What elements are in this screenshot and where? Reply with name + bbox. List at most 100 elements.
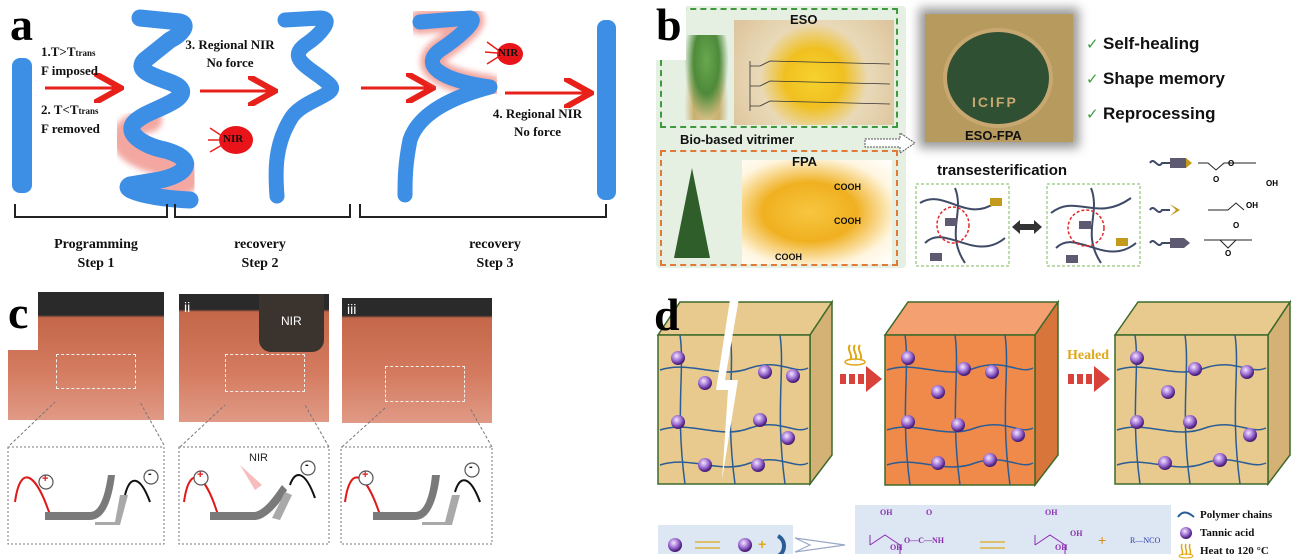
bracket-label-line1: recovery bbox=[469, 237, 521, 252]
legend-item: Tannic acid bbox=[1177, 524, 1272, 542]
tannic-acid-particle bbox=[786, 369, 800, 383]
bracket-label-line2: Step 3 bbox=[476, 256, 514, 271]
icifp-logo-text: ICIFP bbox=[972, 94, 1018, 110]
tannic-acid-particle bbox=[901, 351, 915, 365]
tannic-acid-particle bbox=[931, 456, 945, 470]
bio-based-vitrimer-label: Bio-based vitrimer bbox=[680, 132, 795, 147]
dashed-highlight bbox=[225, 354, 305, 392]
nir-ray bbox=[484, 51, 498, 54]
bracket-label-step3: recovery Step 3 bbox=[445, 235, 545, 273]
tannic-acid-particle bbox=[751, 458, 765, 472]
tannic-acid-icon bbox=[1180, 527, 1192, 539]
heat-icon bbox=[844, 344, 866, 366]
fpa-cooh-2: COOH bbox=[834, 216, 861, 226]
step1-force: F imposed bbox=[41, 63, 98, 78]
zoom-guide bbox=[139, 401, 165, 446]
tannic-acid-free-icon bbox=[738, 538, 752, 552]
vitrimer-network-after bbox=[1046, 183, 1141, 267]
zoom-guide bbox=[9, 401, 56, 446]
chem-oh: OH bbox=[880, 508, 893, 517]
step2-force: F removed bbox=[41, 121, 100, 136]
nir-lamp bbox=[259, 294, 324, 352]
phenol-ring-right bbox=[1034, 534, 1066, 554]
vitrimer-network-before bbox=[915, 183, 1010, 267]
panel-c: c ii NIR iii bbox=[0, 280, 650, 554]
bracket-step1 bbox=[14, 204, 168, 218]
property-item: ✓ Shape memory bbox=[1086, 69, 1225, 104]
zoom-guide bbox=[304, 404, 330, 448]
equilibrium-arrows-icon bbox=[695, 541, 720, 549]
circuit-photo-ii: ii NIR bbox=[179, 294, 329, 422]
nir-ray bbox=[486, 41, 499, 51]
step4-line1: 4. Regional NIR bbox=[492, 106, 583, 121]
bent-actuator bbox=[45, 475, 115, 520]
bracket-label-line1: recovery bbox=[234, 237, 286, 252]
property-item: ✓ Reprocessing bbox=[1086, 104, 1225, 139]
check-icon: ✓ bbox=[1086, 36, 1099, 53]
nir-lamp-label: NIR bbox=[281, 314, 302, 328]
tannic-acid-particle bbox=[931, 385, 945, 399]
step2-condition: 2. T<T bbox=[41, 102, 79, 117]
diagram-frame-i bbox=[7, 446, 165, 545]
chem-atom: OH bbox=[1266, 179, 1278, 188]
cube-damaged bbox=[656, 280, 834, 487]
chem-oh: OH bbox=[1070, 529, 1083, 538]
legend: Polymer chains Tannic acid Heat to 120 °… bbox=[1177, 506, 1272, 560]
positive-terminal-icon bbox=[193, 470, 209, 486]
tannic-acid-particle bbox=[985, 365, 999, 379]
minus-sign: - bbox=[305, 459, 309, 471]
nir-diagram-label: NIR bbox=[249, 452, 268, 464]
legend-item: Polymer chains bbox=[1177, 506, 1272, 524]
negative-wire bbox=[454, 479, 481, 503]
dashed-arrows bbox=[864, 132, 916, 154]
panel-letter-b: b bbox=[652, 2, 686, 60]
negative-terminal-icon bbox=[300, 460, 316, 476]
check-icon: ✓ bbox=[1086, 106, 1099, 123]
hollow-arrow-icon bbox=[794, 537, 846, 553]
eso-structure bbox=[749, 60, 891, 111]
transesterification-label: transesterification bbox=[937, 162, 1068, 179]
fpa-cooh-1: COOH bbox=[834, 182, 861, 192]
switch-diagrams bbox=[7, 401, 493, 545]
step3-label: 3. Regional NIR No force bbox=[180, 36, 280, 72]
eso-box: ESO bbox=[660, 8, 898, 128]
legend-label: Tannic acid bbox=[1200, 527, 1255, 539]
tannic-acid-particle bbox=[957, 362, 971, 376]
healing-diagram bbox=[656, 280, 1292, 554]
fpa-cooh-3: COOH bbox=[775, 252, 802, 262]
panel-letter-a: a bbox=[6, 2, 37, 48]
negative-wire bbox=[124, 479, 151, 503]
pine-tree-image bbox=[674, 168, 710, 258]
chem-atom: O bbox=[1233, 221, 1239, 230]
equilibrium-arrows-icon bbox=[980, 541, 1005, 549]
zoom-guide bbox=[341, 407, 386, 448]
tannic-acid-particle bbox=[901, 415, 915, 429]
step2-subscript: trans bbox=[78, 106, 99, 116]
step4-label: 4. Regional NIR No force bbox=[485, 105, 590, 141]
minus-sign: - bbox=[148, 468, 152, 480]
tannic-acid-particle bbox=[983, 453, 997, 467]
property-label: Self-healing bbox=[1103, 34, 1200, 53]
positive-wire bbox=[14, 476, 51, 516]
tannic-acid-particle bbox=[758, 365, 772, 379]
tannic-acid-particle bbox=[1011, 428, 1025, 442]
polymer-chain-icon bbox=[1177, 511, 1195, 518]
panel-a: a bbox=[0, 0, 650, 280]
chem-atom: O bbox=[1228, 159, 1234, 168]
negative-wire bbox=[289, 474, 316, 499]
bracket-label-step1: Programming Step 1 bbox=[41, 235, 151, 273]
isocyanate-fragment-icon bbox=[776, 534, 786, 554]
tannic-acid-particle bbox=[671, 415, 685, 429]
chem-atom: O bbox=[1213, 175, 1219, 184]
contact-strip bbox=[422, 495, 460, 525]
photo-label-iii: iii bbox=[347, 301, 357, 317]
diagram-frame-ii bbox=[178, 446, 330, 545]
tannic-acid-particle bbox=[781, 431, 795, 445]
tannic-acid-particle bbox=[1130, 415, 1144, 429]
step4-line2: No force bbox=[513, 124, 562, 139]
cube-healed bbox=[1113, 299, 1292, 487]
plus-sign: + bbox=[758, 536, 767, 552]
contact-strip bbox=[95, 495, 128, 525]
check-icon: ✓ bbox=[1086, 71, 1099, 88]
tannic-acid-particle bbox=[698, 458, 712, 472]
